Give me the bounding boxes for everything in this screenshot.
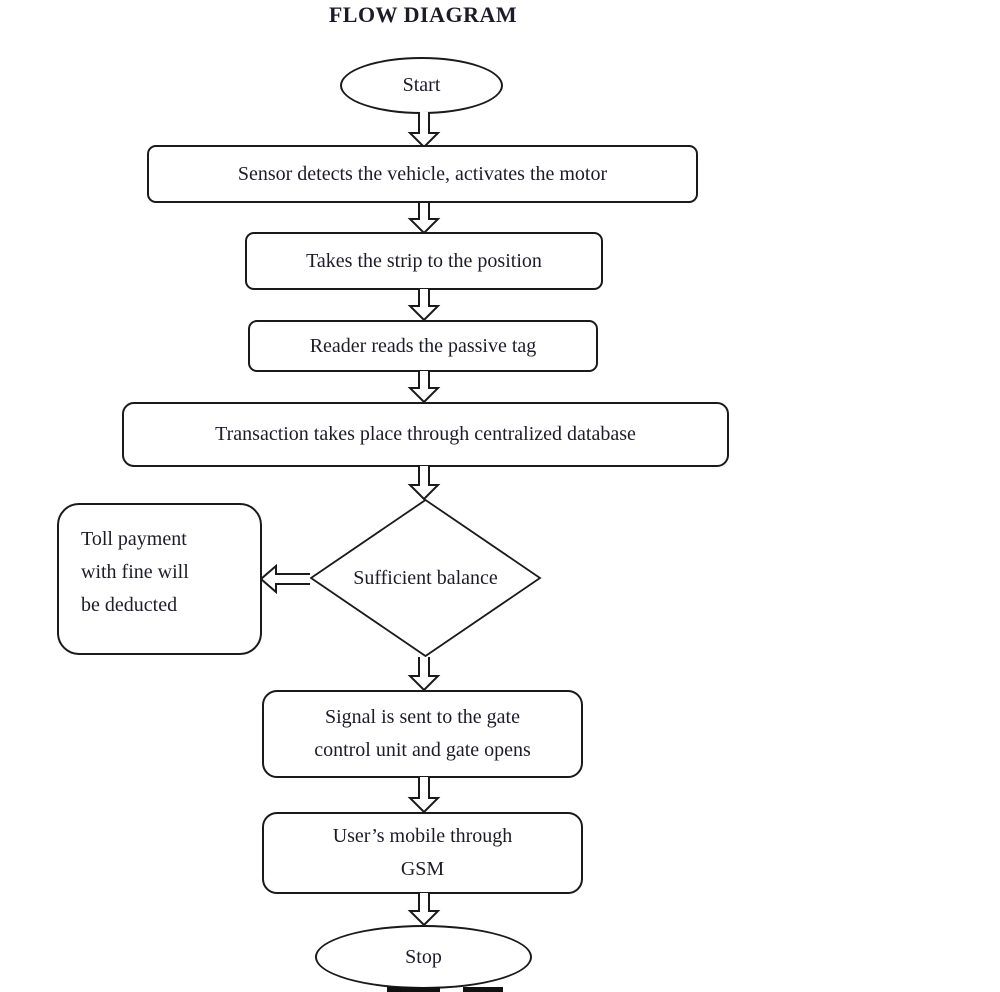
process-gsm-label: User’s mobile through GSM bbox=[332, 825, 513, 880]
stop-label: Stop bbox=[405, 945, 442, 968]
arrow-decision-to-toll bbox=[260, 564, 310, 594]
process-strip-label: Takes the strip to the position bbox=[306, 249, 542, 272]
process-sensor-node: Sensor detects the vehicle, activates th… bbox=[147, 145, 698, 203]
process-reader-label: Reader reads the passive tag bbox=[309, 334, 537, 357]
process-gsm-node: User’s mobile through GSM bbox=[262, 812, 583, 894]
decision-diamond-shape bbox=[309, 498, 542, 658]
decision-node: Sufficient balance bbox=[309, 498, 542, 658]
clipped-bottom-mark bbox=[463, 987, 503, 992]
process-toll-payment-node: Toll payment with fine will be deducted bbox=[57, 503, 262, 655]
process-transaction-node: Transaction takes place through centrali… bbox=[122, 402, 729, 467]
process-gate-signal-node: Signal is sent to the gate control unit … bbox=[262, 690, 583, 778]
arrow-sensor-to-strip bbox=[407, 203, 441, 234]
arrow-transaction-to-decision bbox=[407, 466, 441, 500]
page-title: FLOW DIAGRAM bbox=[328, 2, 518, 27]
arrow-gate-to-gsm bbox=[407, 777, 441, 813]
process-toll-payment-label: Toll payment with fine will be deducted bbox=[81, 527, 189, 616]
process-strip-node: Takes the strip to the position bbox=[245, 232, 603, 290]
arrow-start-to-sensor bbox=[407, 112, 441, 148]
arrow-decision-to-gate bbox=[407, 657, 441, 691]
process-reader-node: Reader reads the passive tag bbox=[248, 320, 598, 372]
process-transaction-label: Transaction takes place through centrali… bbox=[215, 423, 636, 445]
start-node: Start bbox=[340, 57, 503, 114]
clipped-bottom-mark bbox=[387, 987, 440, 992]
arrow-strip-to-reader bbox=[407, 289, 441, 321]
arrow-reader-to-transaction bbox=[407, 371, 441, 403]
decision-label: Sufficient balance bbox=[353, 567, 498, 589]
stop-node: Stop bbox=[315, 925, 532, 989]
arrow-gsm-to-stop bbox=[407, 893, 441, 926]
process-gate-signal-label: Signal is sent to the gate control unit … bbox=[314, 706, 531, 761]
process-sensor-label: Sensor detects the vehicle, activates th… bbox=[237, 162, 608, 185]
start-label: Start bbox=[402, 74, 441, 96]
